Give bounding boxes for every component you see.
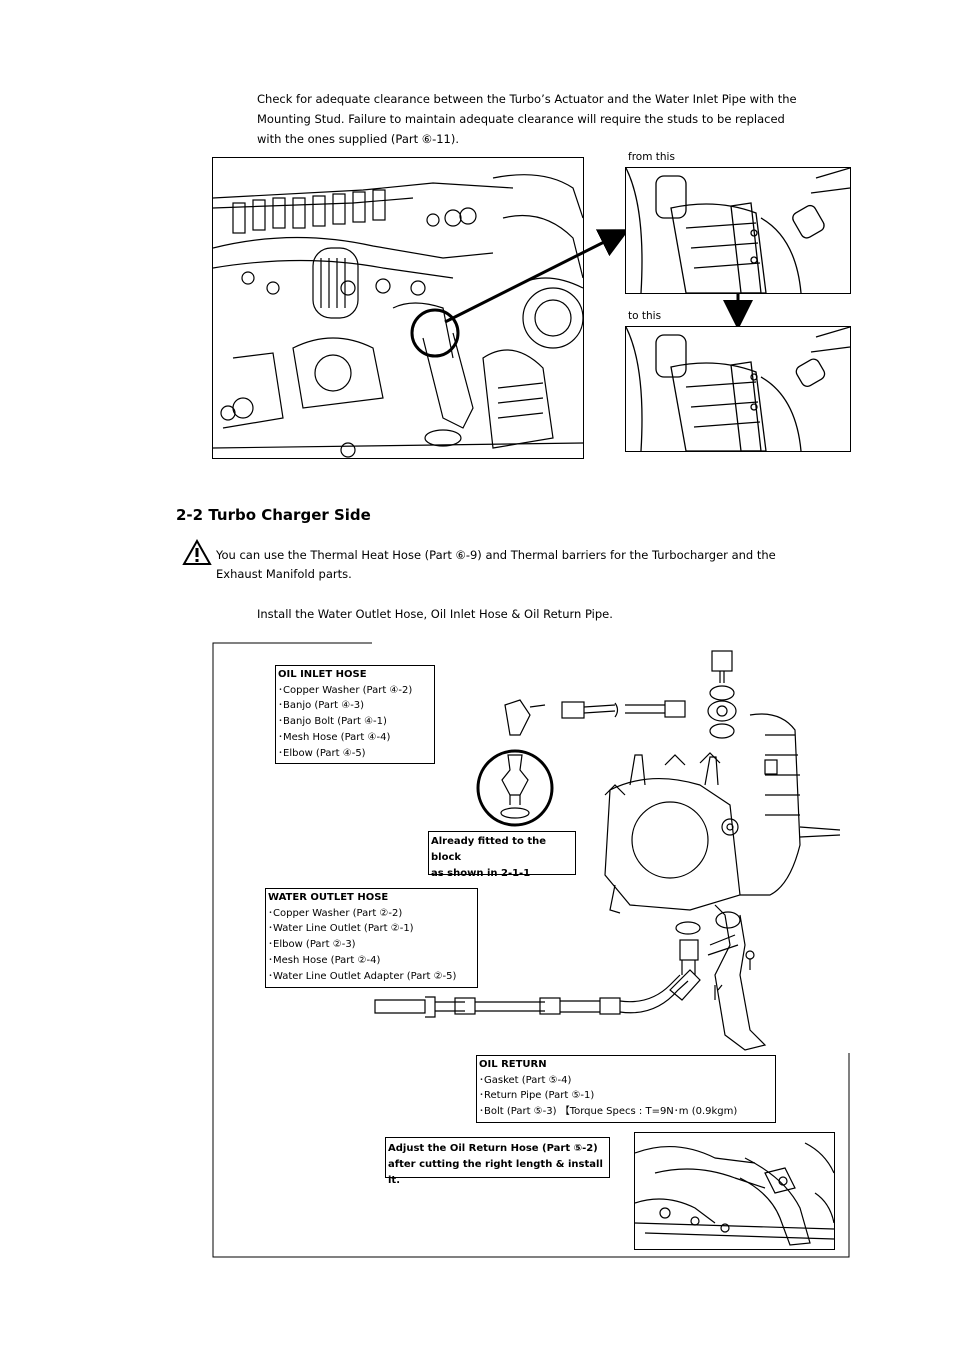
oil-return-hose-figure [634, 1132, 835, 1250]
water-outlet-item: ･Water Line Outlet (Part ②-1) [268, 923, 414, 935]
intro-line-2: Mounting Stud. Failure to maintain adequ… [257, 112, 785, 126]
from-this-drawing [626, 168, 850, 293]
oil-inlet-item: ･Elbow (Part ④-5) [278, 747, 366, 759]
adjust-line-2: after cutting the right length & install… [388, 1159, 603, 1186]
oil-inlet-item: ･Mesh Hose (Part ④-4) [278, 731, 391, 743]
oil-return-hose-drawing [635, 1142, 834, 1246]
engine-bay-drawing [213, 174, 583, 458]
already-fitted-callout: Already fitted to the block as shown in … [428, 831, 576, 879]
oil-return-item: ･Gasket (Part ⑤-4) [479, 1074, 572, 1086]
water-outlet-callout: WATER OUTLET HOSE ･Copper Washer (Part ②… [265, 888, 478, 988]
turbo-exploded-drawing [374, 650, 841, 1051]
warning-icon [182, 539, 212, 565]
intro-line-3: with the ones supplied (Part ⑥-11). [257, 132, 460, 146]
water-outlet-item: ･Elbow (Part ②-3) [268, 939, 356, 951]
to-this-label: to this [628, 310, 662, 322]
water-outlet-title: WATER OUTLET HOSE [268, 892, 389, 903]
oil-return-item: ･Bolt (Part ⑤-3) 【Torque Specs : T=9N･m … [479, 1106, 738, 1118]
warning-line-1: You can use the Thermal Heat Hose (Part … [216, 548, 776, 562]
oil-return-title: OIL RETURN [479, 1059, 547, 1070]
adjust-callout: Adjust the Oil Return Hose (Part ⑤-2) af… [385, 1137, 610, 1186]
oil-inlet-title: OIL INLET HOSE [278, 669, 367, 680]
warning-line-2: Exhaust Manifold parts. [216, 567, 352, 581]
engine-bay-figure [212, 157, 584, 459]
adjust-line-1: Adjust the Oil Return Hose (Part ⑤-2) [388, 1143, 598, 1154]
from-this-label: from this [628, 151, 675, 163]
intro-line-1: Check for adequate clearance between the… [257, 92, 797, 106]
to-this-figure [625, 326, 851, 452]
oil-inlet-item: ･Banjo (Part ④-3) [278, 700, 365, 712]
water-outlet-item: ･Mesh Hose (Part ②-4) [268, 954, 381, 966]
water-outlet-item: ･Water Line Outlet Adapter (Part ②-5) [268, 970, 457, 982]
already-fitted-line-1: Already fitted to the block [431, 836, 546, 863]
from-this-figure [625, 167, 851, 294]
oil-inlet-item: ･Copper Washer (Part ④-2) [278, 684, 413, 696]
already-fitted-line-2: as shown in 2-1-1 [431, 868, 531, 879]
to-this-drawing [626, 327, 850, 451]
oil-inlet-item: ･Banjo Bolt (Part ④-1) [278, 716, 387, 728]
water-outlet-item: ･Copper Washer (Part ②-2) [268, 907, 403, 919]
install-text: Install the Water Outlet Hose, Oil Inlet… [257, 607, 613, 621]
section-heading: 2-2 Turbo Charger Side [176, 506, 371, 524]
oil-inlet-callout: OIL INLET HOSE ･Copper Washer (Part ④-2)… [275, 665, 435, 764]
oil-return-callout: OIL RETURN ･Gasket (Part ⑤-4) ･Return Pi… [476, 1055, 776, 1123]
oil-return-item: ･Return Pipe (Part ⑤-1) [479, 1090, 595, 1102]
